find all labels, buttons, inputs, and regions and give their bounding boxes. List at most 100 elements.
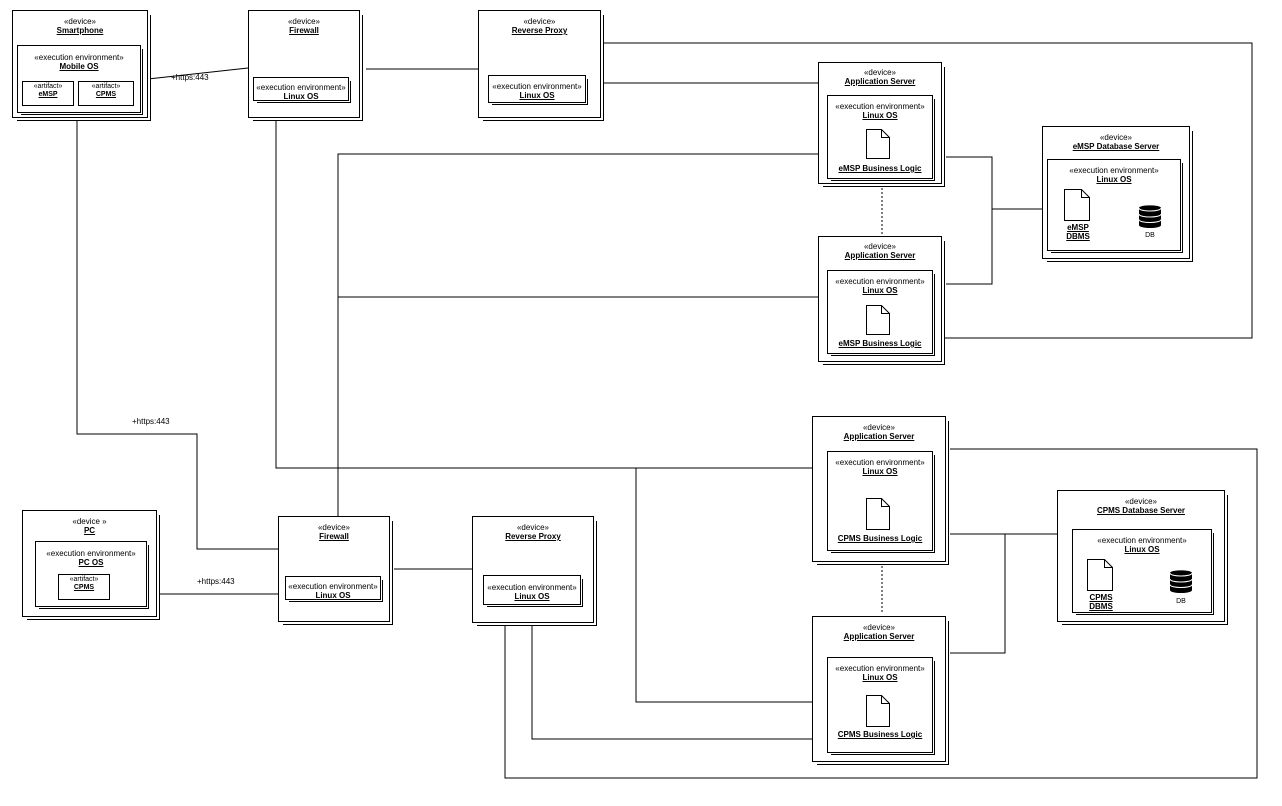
dbms-label[interactable]: DBMS — [1089, 602, 1113, 611]
dbms-label[interactable]: DBMS — [1066, 232, 1090, 241]
node-stereotype: «device» — [862, 423, 896, 432]
document-icon — [866, 695, 890, 727]
node-title: Application Server — [844, 251, 916, 260]
env-stereotype: «execution environment» — [835, 102, 925, 111]
env-stereotype: «execution environment» — [492, 82, 582, 91]
env-stereotype: «execution environment» — [835, 664, 925, 673]
node-title: PC — [83, 526, 96, 535]
env-title: Linux OS — [1096, 175, 1132, 184]
node-stereotype: «device» — [516, 523, 550, 532]
artifact-emsp[interactable]: «artifact»eMSP — [22, 81, 74, 106]
database-icon — [1169, 570, 1193, 593]
env-title: Linux OS — [862, 286, 898, 295]
document-icon — [866, 305, 890, 335]
exec-env-linux-os[interactable]: «execution environment»Linux OS — [253, 77, 349, 101]
artifact-name: eMSP — [38, 91, 58, 98]
artifact-name: CPMS — [73, 584, 95, 591]
artifact-business-logic[interactable]: eMSP Business Logic — [838, 164, 922, 173]
connector-label-smartphone-bottom: +https:443 — [132, 417, 170, 426]
node-app-server-cpms-2[interactable]: «device»Application Server «execution en… — [812, 616, 946, 762]
db-label: DB — [1145, 232, 1155, 239]
document-icon — [1087, 559, 1113, 591]
wire-app-emsp1-db — [946, 156, 1042, 210]
node-pc[interactable]: «device »PC «execution environment»PC OS… — [22, 510, 157, 617]
node-cpms-database-server[interactable]: «device»CPMS Database Server «execution … — [1057, 490, 1225, 622]
artifact-stereotype: «artifact» — [91, 83, 121, 90]
env-title: Linux OS — [862, 111, 898, 120]
exec-env-linux-os[interactable]: «execution environment»Linux OS eMSP Bus… — [827, 95, 933, 179]
env-title: Linux OS — [315, 591, 351, 600]
env-title: Linux OS — [862, 467, 898, 476]
node-app-server-emsp-2[interactable]: «device»Application Server «execution en… — [818, 236, 942, 362]
node-stereotype: «device » — [72, 517, 107, 526]
exec-env-linux-os[interactable]: «execution environment»Linux OS — [488, 75, 586, 103]
node-title: Reverse Proxy — [511, 26, 568, 35]
node-title: Application Server — [844, 77, 916, 86]
artifact-business-logic[interactable]: CPMS Business Logic — [837, 534, 923, 543]
env-stereotype: «execution environment» — [835, 277, 925, 286]
artifact-stereotype: «artifact» — [69, 576, 99, 583]
artifact-business-logic[interactable]: CPMS Business Logic — [837, 730, 923, 739]
node-stereotype: «device» — [863, 242, 897, 251]
env-stereotype: «execution environment» — [835, 458, 925, 467]
artifact-stereotype: «artifact» — [33, 83, 63, 90]
env-stereotype: «execution environment» — [256, 83, 346, 92]
node-stereotype: «device» — [1124, 497, 1158, 506]
node-title: Smartphone — [56, 26, 104, 35]
node-title: eMSP Database Server — [1072, 142, 1160, 151]
exec-env-mobile-os[interactable]: «execution environment»Mobile OS «artifa… — [17, 45, 141, 113]
artifact-cpms[interactable]: «artifact»CPMS — [78, 81, 134, 106]
exec-env-linux-os[interactable]: «execution environment»Linux OS — [483, 575, 581, 605]
node-stereotype: «device» — [1099, 133, 1133, 142]
artifact-business-logic[interactable]: eMSP Business Logic — [838, 339, 922, 348]
node-stereotype: «device» — [523, 17, 556, 26]
env-stereotype: «execution environment» — [1069, 166, 1159, 175]
node-title: Application Server — [843, 632, 915, 641]
dbms-label[interactable]: CPMS — [1089, 593, 1113, 602]
node-firewall-top[interactable]: «device»Firewall «execution environment»… — [248, 10, 360, 118]
node-smartphone[interactable]: «device»Smartphone «execution environmen… — [12, 10, 148, 118]
document-icon — [866, 129, 890, 159]
document-icon — [866, 498, 890, 530]
env-title: PC OS — [78, 558, 104, 567]
node-emsp-database-server[interactable]: «device»eMSP Database Server «execution … — [1042, 126, 1190, 259]
exec-env-linux-os[interactable]: «execution environment»Linux OS eMSP Bus… — [827, 270, 933, 354]
exec-env-linux-os[interactable]: «execution environment»Linux OS — [285, 576, 381, 600]
wire-proxy-app-cpms2 — [531, 623, 812, 740]
node-title: Reverse Proxy — [505, 532, 561, 541]
node-reverse-proxy-bottom[interactable]: «device»Reverse Proxy «execution environ… — [472, 516, 594, 623]
env-stereotype: «execution environment» — [1097, 536, 1187, 545]
artifact-cpms[interactable]: «artifact»CPMS — [58, 574, 110, 600]
node-title: Firewall — [289, 26, 319, 35]
wire-app-cpms2-db — [950, 534, 1006, 654]
node-title: CPMS Database Server — [1096, 506, 1186, 515]
connector-label-smartphone: +https:443 — [171, 73, 209, 82]
wire-firewall-bottom-emsp1 — [337, 153, 818, 516]
exec-env-linux-os[interactable]: «execution environment»Linux OS CPMS Bus… — [827, 451, 933, 551]
node-stereotype: «device» — [863, 68, 897, 77]
env-stereotype: «execution environment» — [487, 583, 577, 592]
wire-proxy-app-emsp2 — [602, 42, 1253, 339]
node-reverse-proxy-top[interactable]: «device»Reverse Proxy «execution environ… — [478, 10, 601, 118]
wire-proxy-app-cpms1 — [504, 448, 1258, 779]
node-title: Application Server — [843, 432, 915, 441]
wire-smartphone-firewall-bottom — [76, 118, 278, 550]
node-app-server-emsp-1[interactable]: «device»Application Server «execution en… — [818, 62, 942, 184]
env-title: Linux OS — [283, 92, 319, 101]
node-firewall-bottom[interactable]: «device»Firewall «execution environment»… — [278, 516, 390, 622]
connector-label-pc: +https:443 — [197, 577, 235, 586]
exec-env-pc-os[interactable]: «execution environment»PC OS «artifact»C… — [35, 541, 147, 607]
node-stereotype: «device» — [287, 17, 321, 26]
exec-env-linux-os[interactable]: «execution environment»Linux OS CPMS Bus… — [827, 657, 933, 753]
node-app-server-cpms-1[interactable]: «device»Application Server «execution en… — [812, 416, 946, 562]
dbms-label[interactable]: eMSP — [1067, 223, 1089, 232]
env-stereotype: «execution environment» — [46, 549, 136, 558]
node-title: Firewall — [319, 532, 349, 541]
env-stereotype: «execution environment» — [288, 582, 378, 591]
artifact-name: CPMS — [95, 91, 117, 98]
node-stereotype: «device» — [63, 17, 97, 26]
